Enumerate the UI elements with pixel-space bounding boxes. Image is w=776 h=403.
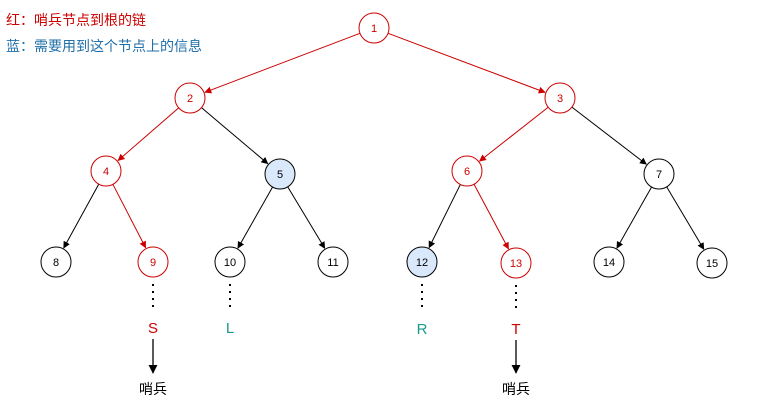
node-circle [696,247,728,279]
edge-2-4 [117,107,180,161]
edge-2-5 [201,107,269,165]
node-9: 9 [137,246,169,278]
node-circle [40,246,72,278]
node-label: 8 [53,257,59,269]
node-5: 5 [264,158,296,190]
node-circle [317,246,349,278]
node-label: 4 [103,166,109,178]
node-circle [593,246,625,278]
edge-1-3 [387,32,546,94]
node-circle [358,12,390,44]
node-13: 13 [500,247,532,279]
edge-3-7 [571,106,647,165]
edge-6-13 [473,184,509,250]
edge-4-8 [63,183,100,249]
edge-5-11 [287,186,326,249]
node-label: 14 [603,257,615,269]
node-label: 10 [224,257,236,269]
dots-layer [152,284,517,312]
edge-4-9 [112,184,147,249]
node-circle [264,158,296,190]
edge-1-2 [204,32,361,94]
node-circle [544,82,576,114]
node-circle [406,246,438,278]
markers-layer: S L R T 哨兵 哨兵 [139,320,530,398]
node-15: 15 [696,247,728,279]
node-circle [643,158,675,190]
marker-T: T [511,321,520,338]
node-3: 3 [544,82,576,114]
node-8: 8 [40,246,72,278]
node-14: 14 [593,246,625,278]
node-6: 6 [451,155,483,187]
node-4: 4 [90,155,122,187]
edges-layer [63,32,705,250]
sentinel-label-T: 哨兵 [502,382,530,398]
node-label: 2 [187,93,193,105]
node-circle [137,246,169,278]
node-label: 7 [656,169,662,181]
node-label: 1 [371,23,377,35]
legend-blue-text: 蓝：需要用到这个节点上的信息 [6,39,202,55]
node-label: 6 [464,166,470,178]
node-12: 12 [406,246,438,278]
marker-S: S [148,320,158,337]
node-circle [90,155,122,187]
node-circle [174,82,206,114]
edge-3-6 [479,106,549,162]
node-10: 10 [214,246,246,278]
legend-red-text: 红：哨兵节点到根的链 [6,13,146,29]
marker-L: L [226,320,234,337]
node-circle [451,155,483,187]
node-circle [500,247,532,279]
node-2: 2 [174,82,206,114]
node-circle [214,246,246,278]
node-label: 5 [277,169,283,181]
marker-R: R [417,321,428,338]
node-label: 15 [706,258,718,270]
node-label: 12 [416,257,428,269]
edge-7-14 [616,186,653,249]
edge-7-15 [666,186,705,250]
edge-6-12 [428,184,461,249]
node-7: 7 [643,158,675,190]
node-11: 11 [317,246,349,278]
node-label: 13 [510,258,522,270]
node-label: 9 [150,257,156,269]
node-1: 1 [358,12,390,44]
edge-5-10 [237,186,274,249]
node-label: 11 [327,257,338,269]
node-label: 3 [557,93,563,105]
sentinel-label-S: 哨兵 [139,382,167,398]
